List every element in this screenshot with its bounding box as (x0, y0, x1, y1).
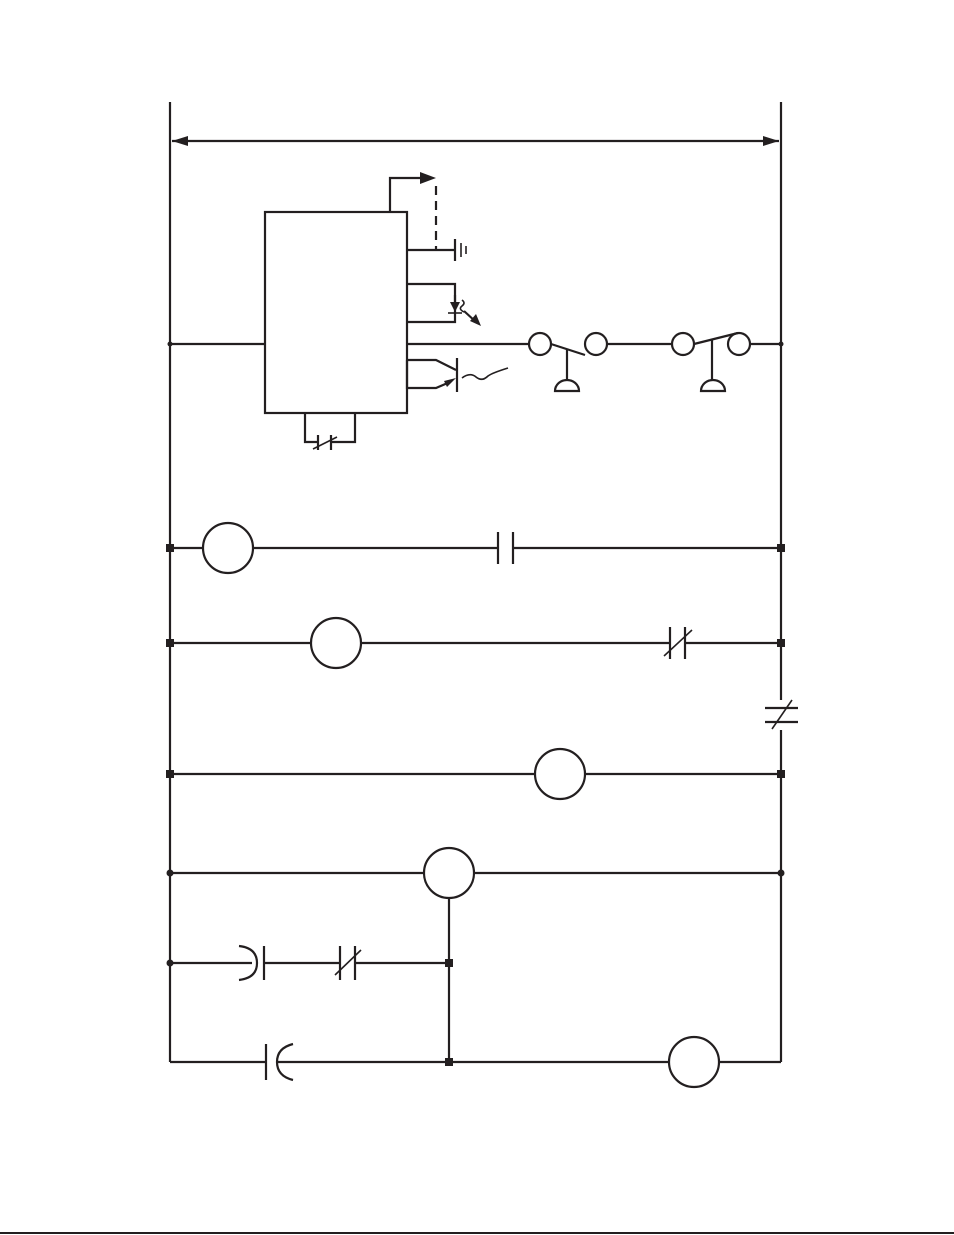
phototransistor-icon (407, 358, 508, 392)
module-nc-contact (305, 413, 355, 450)
rung-4 (166, 749, 785, 799)
coil (203, 523, 253, 573)
rung-2 (166, 523, 785, 573)
rung-1 (168, 172, 784, 450)
coil (424, 848, 474, 898)
dimension-arrow (172, 136, 779, 146)
ground-icon (407, 239, 466, 261)
coil (535, 749, 585, 799)
rail-contact-normally-closed (765, 700, 798, 729)
pushbutton-normally-closed (672, 333, 750, 391)
rung-5 (167, 848, 785, 1062)
rung-6 (167, 946, 454, 980)
rung-7 (170, 1037, 781, 1087)
rung-3 (166, 618, 785, 668)
contact-normally-open (498, 532, 513, 564)
photo-sensor-icon (407, 284, 481, 326)
pushbutton-normally-open (529, 333, 607, 391)
coil (669, 1037, 719, 1087)
coil (311, 618, 361, 668)
control-module (265, 212, 407, 413)
